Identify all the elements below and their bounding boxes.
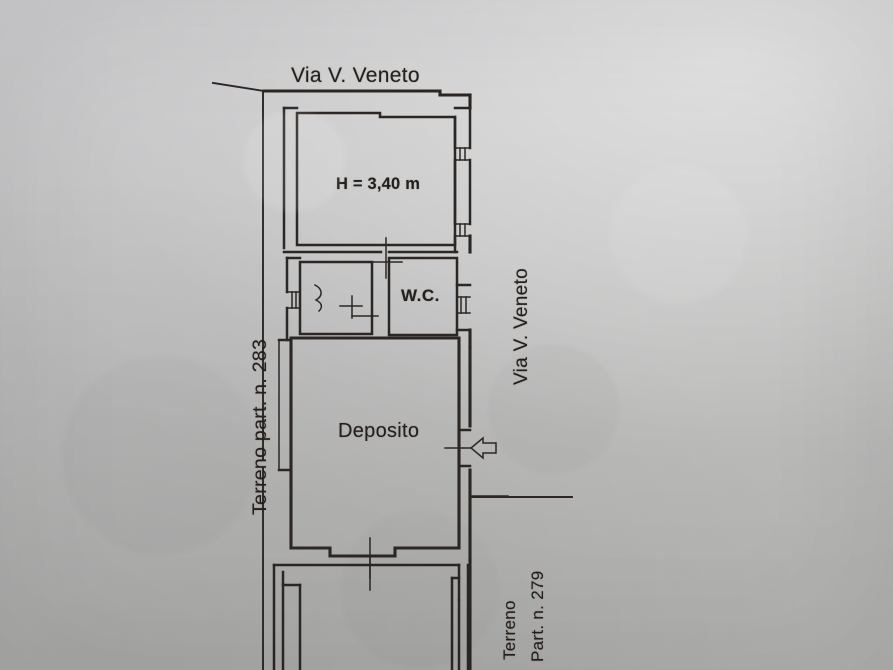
entrance-arrow-icon	[469, 436, 497, 460]
street-label-right: Via V. Veneto	[511, 268, 532, 385]
parcel-label-left: Terreno part. n. 283	[249, 338, 271, 515]
parcel-label-right-line1: Terreno	[500, 600, 519, 660]
lower-partial-room	[272, 555, 470, 670]
exterior-wall-top	[262, 89, 472, 97]
building-outline	[262, 89, 472, 670]
deposito-perimeter	[289, 336, 461, 558]
room-label-deposito: Deposito	[338, 420, 420, 442]
street-label-top: Via V. Veneto	[291, 64, 420, 87]
door-swing-mark	[313, 283, 323, 313]
parcel-label-right-line2: Part. n. 279	[528, 570, 547, 663]
ceiling-height-label: H = 3,40 m	[336, 175, 421, 193]
boundary-lines	[211, 81, 573, 670]
right-wall-window-band	[453, 106, 472, 254]
small-room-perimeter	[298, 260, 374, 336]
wc-room-perimeter	[387, 256, 459, 337]
room-label-wc: W.C.	[401, 286, 440, 305]
street-edge-top-left	[211, 81, 266, 93]
deposito-room-walls	[277, 336, 497, 579]
middle-band-walls	[282, 237, 472, 342]
